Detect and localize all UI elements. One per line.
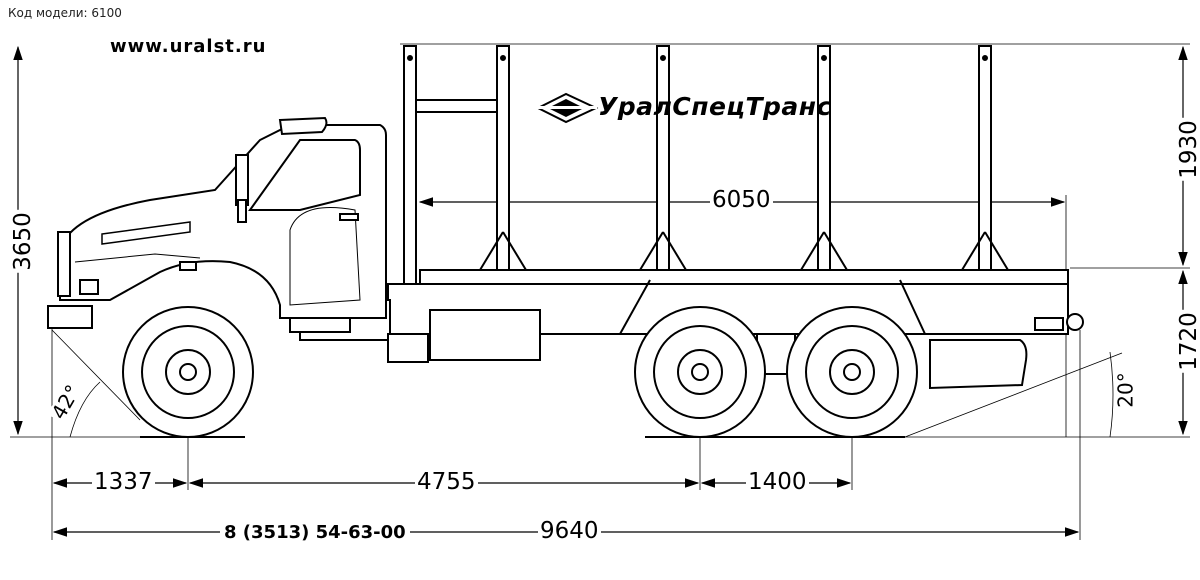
- dim-wheelbase: 4755: [415, 469, 478, 495]
- model-code-label: Код модели: 6100: [8, 6, 122, 20]
- rear-wheel-1: [634, 306, 766, 438]
- log-stakes: [403, 45, 1009, 291]
- rear-wheel-2: [786, 306, 918, 438]
- phone-number: 8 (3513) 54-63-00: [220, 522, 410, 543]
- departure-angle-label: 20°: [1113, 370, 1138, 410]
- dim-frame-height: 1720: [1175, 310, 1200, 373]
- website-link[interactable]: www.uralst.ru: [110, 36, 267, 57]
- front-wheel: [122, 306, 254, 438]
- extension-lines: [10, 43, 1190, 540]
- brand-logo-icon: [535, 92, 599, 124]
- dim-total-height: 3650: [9, 210, 36, 273]
- wheels: [122, 306, 918, 438]
- angle-lines: [51, 329, 1123, 438]
- cab: [47, 116, 387, 333]
- dim-bogie-spacing: 1400: [746, 469, 809, 495]
- dim-front-overhang: 1337: [92, 469, 155, 495]
- dim-stake-height: 1930: [1175, 118, 1200, 181]
- brand-name: УралСпецТранс: [598, 92, 832, 121]
- dim-bunk-length: 6050: [710, 187, 773, 213]
- dim-overall-length: 9640: [538, 518, 601, 544]
